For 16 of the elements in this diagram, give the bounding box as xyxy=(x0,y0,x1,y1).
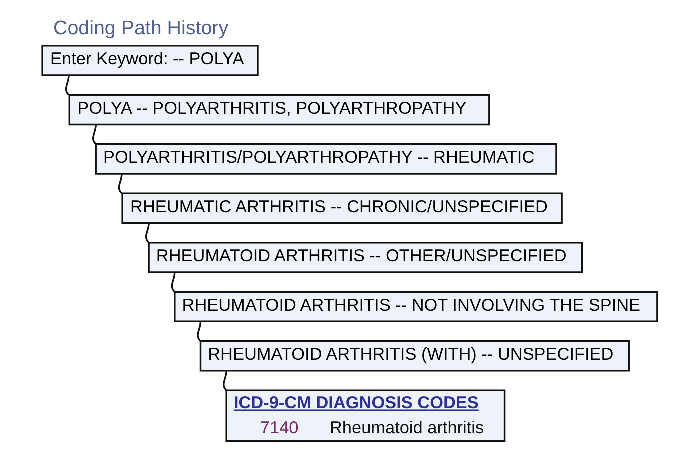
connector xyxy=(65,74,70,96)
node-box: RHEUMATOID ARTHRITIS -- NOT INVOLVING THE SPINE xyxy=(174,290,658,322)
connector xyxy=(223,370,228,391)
node-box: POLYA -- POLYARTHRITIS, POLYARTHROPATHY xyxy=(68,94,490,126)
node-box: RHEUMATIC ARTHRITIS -- CHRONIC/UNSPECIFIED xyxy=(122,192,563,224)
connector xyxy=(145,222,150,243)
node-box: RHEUMATOID ARTHRITIS (WITH) -- UNSPECIFIED xyxy=(200,340,630,372)
node-box: ICD-9-CM DIAGNOSIS CODES 7140 Rheumatoid arthritis xyxy=(226,389,506,442)
connector xyxy=(171,272,176,292)
connector xyxy=(92,124,97,144)
connector xyxy=(197,321,202,342)
diagram-title: Coding Path History xyxy=(53,17,229,40)
node-box: Enter Keyword: -- POLYA xyxy=(42,44,259,76)
node-box: RHEUMATOID ARTHRITIS -- OTHER/UNSPECIFIED xyxy=(148,242,584,273)
node-box: POLYARTHRITIS/POLYARTHROPATHY -- RHEUMATIC xyxy=(95,143,558,174)
connector xyxy=(118,173,123,194)
